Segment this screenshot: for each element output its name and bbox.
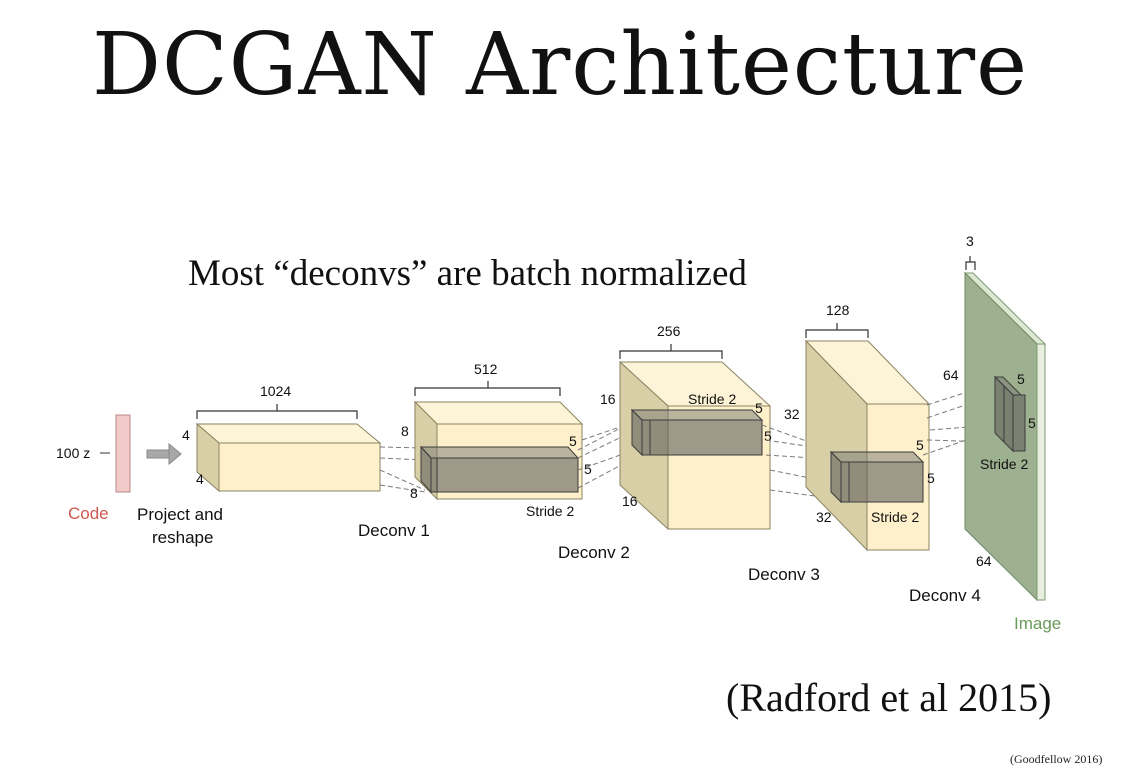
deconv2-kernel-a: 5 xyxy=(755,400,763,416)
deconv2-kernel-b: 5 xyxy=(764,428,772,444)
project-height-label: 4 xyxy=(182,427,190,443)
deconv3-label: Deconv 3 xyxy=(748,565,820,584)
deconv2-label: Deconv 2 xyxy=(558,543,630,562)
deconv4-width-label: 3 xyxy=(966,233,974,249)
deconv1-width-brace xyxy=(414,381,561,396)
deconv3-width-brace xyxy=(805,323,869,338)
deconv2-kernel xyxy=(630,408,764,457)
deconv4-kernel-a: 5 xyxy=(1017,371,1025,387)
credit-footnote: (Goodfellow 2016) xyxy=(1010,752,1103,766)
code-vector xyxy=(115,414,131,493)
deconv3-stride: Stride 2 xyxy=(871,509,919,525)
deconv2-height-label: 16 xyxy=(600,391,616,407)
deconv1-height-label: 8 xyxy=(401,423,409,439)
deconv4-kernel-b: 5 xyxy=(1028,415,1036,431)
deconv2-stride: Stride 2 xyxy=(688,391,736,407)
deconv1-kernel-b: 5 xyxy=(584,461,592,477)
deconv3-width-label: 128 xyxy=(826,302,850,318)
deconv3-kernel-b: 5 xyxy=(927,470,935,486)
project-width-label: 1024 xyxy=(260,383,291,399)
deconv1-kernel xyxy=(419,445,580,494)
project-width-brace xyxy=(196,404,358,419)
image-label: Image xyxy=(1014,614,1061,633)
project-block xyxy=(195,422,382,493)
code-label: Code xyxy=(68,504,109,523)
deconv4-height-label: 64 xyxy=(943,367,959,383)
slide-subtitle: Most “deconvs” are batch normalized xyxy=(188,253,747,294)
deconv1-label: Deconv 1 xyxy=(358,521,430,540)
citation: (Radford et al 2015) xyxy=(726,675,1052,720)
deconv2-width-brace xyxy=(619,344,723,359)
deconv3-kernel xyxy=(829,450,925,504)
project-depth-label: 4 xyxy=(196,471,204,487)
deconv1-kernel-a: 5 xyxy=(569,433,577,449)
project-label-line1: Project and xyxy=(137,505,223,524)
deconv2-depth-label: 16 xyxy=(622,493,638,509)
deconv4-stride: Stride 2 xyxy=(980,456,1028,472)
project-arrow xyxy=(146,442,182,466)
deconv3-depth-label: 32 xyxy=(816,509,832,525)
deconv4-label: Deconv 4 xyxy=(909,586,981,605)
deconv4-kernel xyxy=(993,375,1026,453)
code-dim-label: 100 z xyxy=(56,445,90,461)
deconv3-height-label: 32 xyxy=(784,406,800,422)
deconv3-kernel-a: 5 xyxy=(916,437,924,453)
deconv1-width-label: 512 xyxy=(474,361,498,377)
project-label-line2: reshape xyxy=(152,528,213,547)
deconv4-width-brace xyxy=(965,256,976,270)
slide-title: DCGAN Architecture xyxy=(92,15,1028,115)
deconv2-width-label: 256 xyxy=(657,323,681,339)
deconv1-depth-label: 8 xyxy=(410,485,418,501)
deconv4-depth-label: 64 xyxy=(976,553,992,569)
deconv1-stride: Stride 2 xyxy=(526,503,574,519)
